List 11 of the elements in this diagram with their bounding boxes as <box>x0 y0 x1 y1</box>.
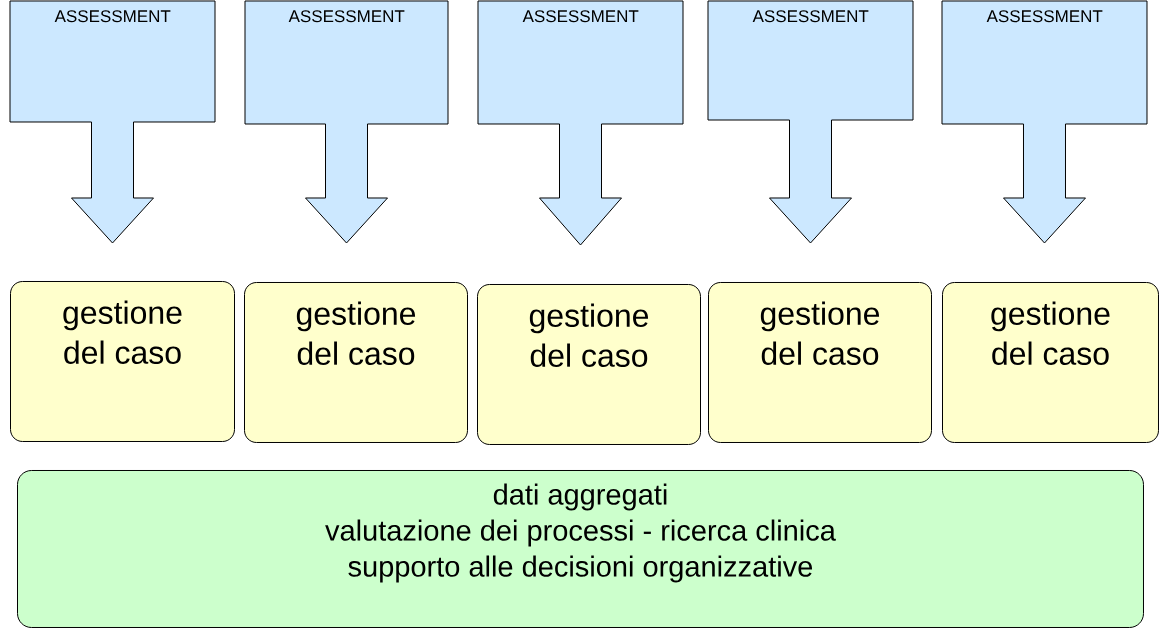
case-box: gestione del caso <box>477 284 701 445</box>
assessment-callout: ASSESSMENT <box>9 0 216 244</box>
summary-box: dati aggregati valutazione dei processi - ricerca clinica supporto alle decisioni organizzative <box>17 470 1144 628</box>
case-box: gestione del caso <box>942 282 1159 443</box>
assessment-callout: ASSESSMENT <box>707 0 914 244</box>
case-box: gestione del caso <box>244 282 468 443</box>
case-box: gestione del caso <box>10 281 235 442</box>
assessment-callout: ASSESSMENT <box>941 0 1148 244</box>
assessment-callout: ASSESSMENT <box>244 0 449 244</box>
assessment-callout: ASSESSMENT <box>477 0 684 246</box>
case-box: gestione del caso <box>708 282 932 443</box>
